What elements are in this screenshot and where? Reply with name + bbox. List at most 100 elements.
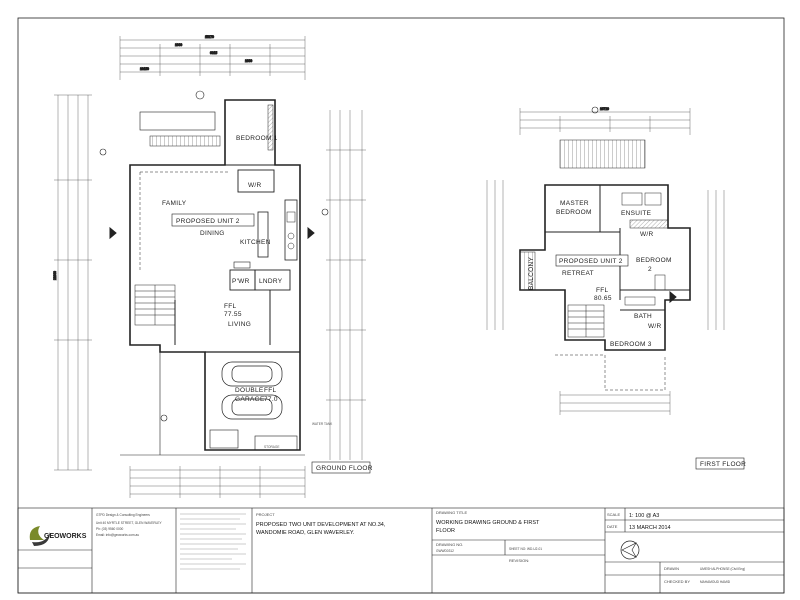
project-line2: WANDOMIE ROAD, GLEN WAVERLEY. bbox=[256, 530, 355, 536]
water-tank-label: WATER TANK bbox=[312, 422, 333, 426]
ground-ffl-label: FFL bbox=[224, 303, 237, 310]
room-garage-line1: DOUBLE bbox=[235, 387, 264, 394]
north-arrow-icon bbox=[620, 540, 640, 560]
drawing-title-label: DRAWING TITLE bbox=[436, 510, 467, 515]
ground-paving bbox=[149, 135, 221, 147]
checked-value: MAHAMOUD HAMID bbox=[700, 580, 731, 584]
room-master-line2: BEDROOM bbox=[556, 209, 592, 216]
garage-ffl-value: 77.0 bbox=[264, 396, 278, 403]
first-side-dimensions bbox=[486, 180, 725, 330]
ground-unit-label: PROPOSED UNIT 2 bbox=[176, 218, 240, 225]
first-roof-lines bbox=[559, 139, 646, 169]
ground-right-dimensions bbox=[326, 110, 366, 460]
room-bath: BATH bbox=[634, 313, 652, 320]
sheet-no: SHEET NO: WD-U2-01 bbox=[509, 547, 542, 551]
first-unit-label: PROPOSED UNIT 2 bbox=[559, 258, 623, 265]
room-wr-first: W/R bbox=[640, 231, 654, 238]
first-floor-tag-box bbox=[695, 457, 745, 470]
dim-top-a: 1060 bbox=[175, 43, 182, 47]
project-label: PROJECT bbox=[256, 512, 275, 517]
first-ffl-value: 80.65 bbox=[594, 295, 612, 302]
room-kitchen: KITCHEN bbox=[240, 239, 271, 246]
drawn-label: DRAWN bbox=[664, 566, 679, 571]
ground-unit-label-box bbox=[171, 213, 255, 227]
dim-first-top: 10720 bbox=[600, 107, 609, 111]
laundry-room bbox=[254, 269, 291, 291]
room-wr-ground: W/R bbox=[248, 182, 262, 189]
room-retreat: RETREAT bbox=[562, 270, 594, 277]
room-dining: DINING bbox=[200, 230, 225, 237]
date-label: DATE bbox=[607, 524, 618, 529]
ground-outer-walls bbox=[129, 99, 301, 451]
first-bottom-dimensions bbox=[559, 391, 671, 415]
ground-floor-tag: GROUND FLOOR bbox=[316, 465, 373, 472]
ground-top-dimensions bbox=[119, 36, 306, 80]
company-name: GEOWORKS bbox=[44, 533, 87, 540]
room-ensuite: ENSUITE bbox=[621, 210, 652, 217]
sheet-border bbox=[17, 17, 785, 594]
water-tank-outline bbox=[209, 429, 239, 449]
scale-value: 1: 100 @ A3 bbox=[629, 513, 659, 519]
room-wr-first2: W/R bbox=[648, 323, 662, 330]
lower-roof-outline bbox=[555, 354, 666, 391]
room-garage-line2: GARAGE bbox=[235, 396, 265, 403]
drawing-no-label: DRAWING NO. bbox=[436, 542, 463, 547]
kitchen-bench bbox=[257, 211, 269, 258]
revision-label: REVISION: bbox=[509, 558, 529, 563]
ground-floor-tag-box bbox=[311, 461, 371, 474]
dim-top-b: 6315 bbox=[210, 51, 217, 55]
project-line1: PROPOSED TWO UNIT DEVELOPMENT AT NO.34, bbox=[256, 522, 386, 528]
general-notes-lines bbox=[180, 513, 246, 570]
first-robe bbox=[629, 219, 669, 229]
ground-left-dimensions bbox=[54, 94, 92, 471]
ground-deck bbox=[139, 111, 216, 131]
title-block bbox=[17, 507, 785, 594]
ground-floor-plan: 15270 1060 6315 1660 10150 22600 bbox=[53, 35, 366, 498]
storage-label: STORAGE bbox=[264, 445, 280, 449]
ground-stairs bbox=[134, 284, 176, 326]
ground-wr-room bbox=[237, 169, 275, 193]
date-value: 13 MARCH 2014 bbox=[629, 525, 671, 531]
room-master-line1: MASTER bbox=[560, 200, 589, 207]
room-laundry: LNDRY bbox=[259, 278, 283, 285]
kitchen-cabinet bbox=[284, 199, 298, 261]
room-bedroom2-line1: BEDROOM bbox=[636, 257, 672, 264]
room-bedroom2-line2: 2 bbox=[648, 266, 652, 273]
balcony-decking bbox=[519, 251, 536, 291]
first-ffl-label: FFL bbox=[596, 287, 609, 294]
bedroom1-robe bbox=[267, 104, 274, 151]
first-unit-label-box bbox=[555, 254, 629, 267]
room-bedroom3: BEDROOM 3 bbox=[610, 341, 652, 348]
ground-ffl-value: 77.55 bbox=[224, 311, 242, 318]
room-family: FAMILY bbox=[162, 200, 187, 207]
dim-left-overall: 22600 bbox=[53, 271, 57, 280]
storage-outline bbox=[254, 435, 298, 451]
garage-ffl-label: FFL bbox=[264, 387, 277, 394]
garage-cars bbox=[221, 361, 283, 420]
first-floor-tag: FIRST FLOOR bbox=[700, 461, 746, 468]
dim-top-d: 10150 bbox=[140, 67, 149, 71]
drawing-no: GWWD0312 bbox=[436, 549, 454, 553]
first-floor-plan: 10720 bbox=[486, 107, 725, 415]
dim-top-c: 1660 bbox=[245, 59, 252, 63]
ensuite-bath bbox=[621, 192, 643, 206]
first-stairs bbox=[567, 304, 605, 338]
scale-label: SCALE bbox=[607, 512, 620, 517]
company-line4: Email: info@geoworks.com.au bbox=[96, 533, 139, 537]
first-top-dimensions bbox=[519, 108, 691, 135]
company-line3: Ph: (03) 9560 0000 bbox=[96, 527, 124, 531]
drawn-value: UMESH ALPHONSE (Civil Eng) bbox=[700, 567, 745, 571]
company-logo: GEOWORKS bbox=[29, 526, 87, 546]
drawing-title-line1: WORKING DRAWING GROUND & FIRST bbox=[436, 520, 540, 526]
dim-top-overall: 15270 bbox=[205, 35, 214, 39]
room-balcony: BALCONY bbox=[528, 256, 535, 290]
room-powder: P'WR bbox=[232, 278, 250, 285]
room-bedroom1: BEDROOM 1 bbox=[236, 135, 278, 142]
drawing-title-line2: FLOOR bbox=[436, 528, 455, 534]
first-outer-walls bbox=[519, 184, 691, 351]
company-line2: Unit 40 MYRTLE STREET, GLEN WAVERLEY bbox=[96, 521, 163, 525]
ground-bottom-dimensions bbox=[129, 466, 306, 498]
company-line1: GTPD Design & Consulting Engineers bbox=[96, 513, 150, 517]
